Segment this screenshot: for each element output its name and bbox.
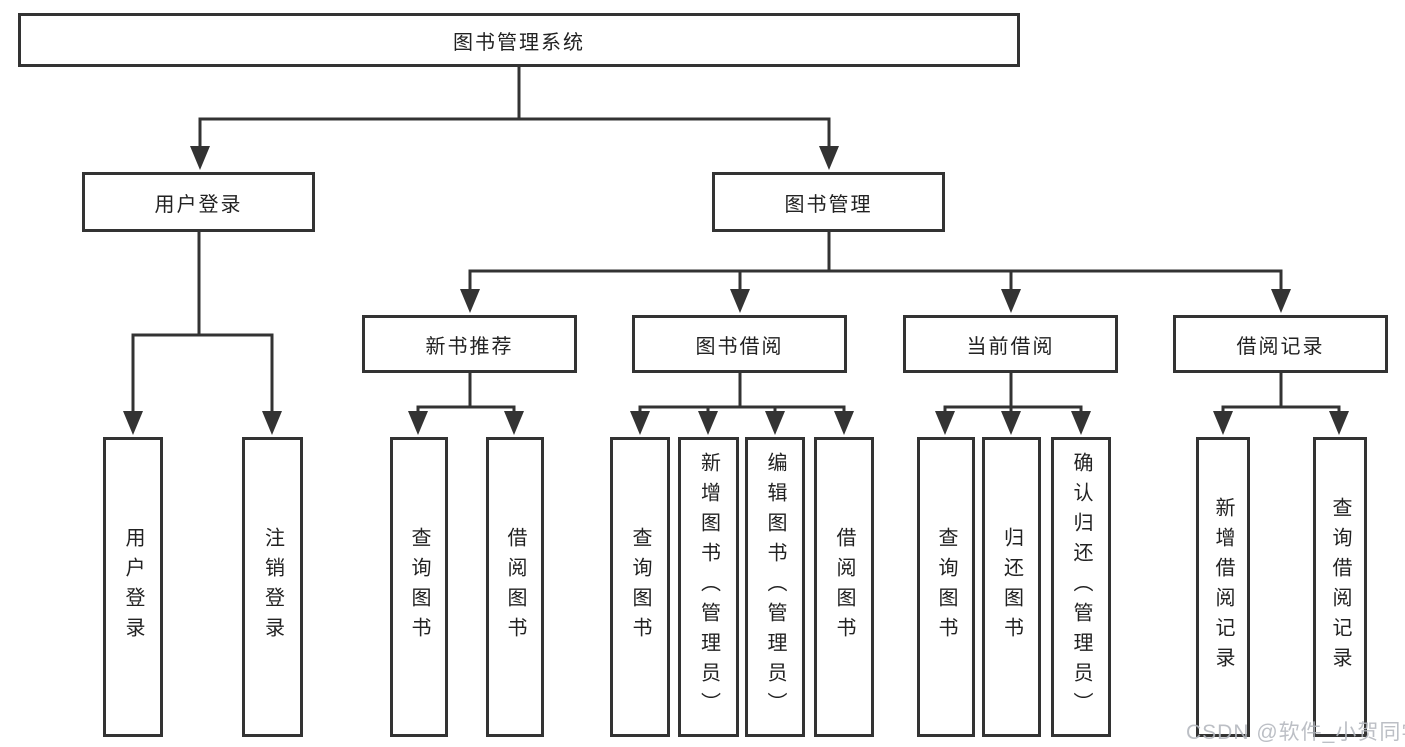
leaf-user-login: 用户登录: [103, 437, 163, 737]
node-label: 确认归还（管理员）: [1070, 452, 1092, 722]
node-user-login: 用户登录: [82, 172, 315, 232]
arrow-down-icon: [730, 289, 750, 313]
node-label: 图书管理: [784, 193, 873, 216]
node-label: 借阅图书: [504, 527, 526, 647]
node-label: 借阅图书: [833, 527, 855, 647]
arrow-down-icon: [1329, 411, 1349, 435]
node-label: 新增图书（管理员）: [697, 452, 720, 722]
node-label: 当前借阅: [966, 335, 1055, 358]
arrow-down-icon: [123, 411, 143, 435]
node-label: 新增借阅记录: [1212, 497, 1234, 677]
leaf-bb-query-books: 查询图书: [610, 437, 670, 737]
node-label: 查询图书: [629, 527, 651, 647]
leaf-cb-query-books: 查询图书: [917, 437, 975, 737]
leaf-nbr-borrow-books: 借阅图书: [486, 437, 544, 737]
arrow-down-icon: [504, 411, 524, 435]
node-label: 新书推荐: [425, 335, 514, 358]
leaf-bb-add-books-admin: 新增图书（管理员）: [678, 437, 739, 737]
connector-book-borrow-branch: [638, 373, 846, 414]
arrow-down-icon: [935, 411, 955, 435]
leaf-br-query-record: 查询借阅记录: [1313, 437, 1367, 737]
leaf-cb-confirm-return-admin: 确认归还（管理员）: [1051, 437, 1111, 737]
node-book-management: 图书管理: [712, 172, 945, 232]
arrow-down-icon: [834, 411, 854, 435]
csdn-watermark: CSDN @软件_小贺同学: [1186, 721, 1405, 744]
node-label: 查询图书: [935, 527, 957, 647]
leaf-bb-edit-books-admin: 编辑图书（管理员）: [745, 437, 805, 737]
node-book-borrowing: 图书借阅: [632, 315, 847, 373]
connector-current-borrow-branch: [943, 373, 1083, 414]
leaf-bb-borrow-books: 借阅图书: [814, 437, 874, 737]
connector-user-login-branch: [131, 232, 274, 414]
leaf-logout: 注销登录: [242, 437, 303, 737]
node-label: 用户登录: [154, 193, 243, 216]
node-label: 借阅记录: [1236, 335, 1325, 358]
arrow-down-icon: [408, 411, 428, 435]
arrow-down-icon: [819, 146, 839, 170]
arrow-down-icon: [1001, 289, 1021, 313]
node-label: 注销登录: [261, 527, 284, 647]
node-library-management-system: 图书管理系统: [18, 13, 1020, 67]
node-borrowing-records: 借阅记录: [1173, 315, 1388, 373]
node-label: 用户登录: [122, 527, 144, 647]
arrow-down-icon: [190, 146, 210, 170]
arrow-down-icon: [460, 289, 480, 313]
arrow-down-icon: [262, 411, 282, 435]
arrow-down-icon: [765, 411, 785, 435]
node-label: 查询借阅记录: [1329, 497, 1351, 677]
arrow-down-icon: [630, 411, 650, 435]
connector-new-book-rec-branch: [416, 373, 516, 414]
arrow-down-icon: [1001, 411, 1021, 435]
arrow-down-icon: [698, 411, 718, 435]
node-label: 归还图书: [1000, 527, 1023, 647]
node-label: 编辑图书（管理员）: [764, 452, 786, 722]
leaf-cb-return-books: 归还图书: [982, 437, 1041, 737]
connector-borrow-records-branch: [1221, 373, 1341, 414]
node-label: 查询图书: [408, 527, 430, 647]
node-current-borrowing: 当前借阅: [903, 315, 1118, 373]
arrow-down-icon: [1271, 289, 1291, 313]
arrow-down-icon: [1071, 411, 1091, 435]
leaf-br-add-record: 新增借阅记录: [1196, 437, 1250, 737]
node-label: 图书借阅: [695, 335, 784, 358]
connector-book-mgmt-branch: [468, 232, 1283, 292]
node-label: 图书管理系统: [453, 31, 585, 54]
arrow-down-icon: [1213, 411, 1233, 435]
leaf-nbr-query-books: 查询图书: [390, 437, 448, 737]
node-new-book-recommend: 新书推荐: [362, 315, 577, 373]
connector-root: [198, 67, 831, 150]
